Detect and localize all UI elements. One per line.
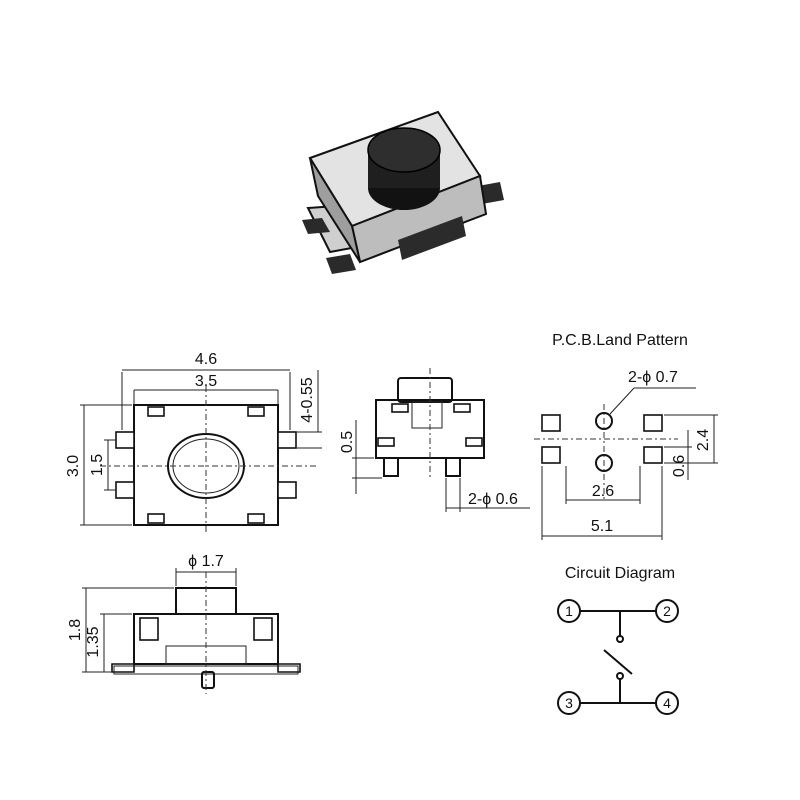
dim-pin-pitch: 1.5 bbox=[89, 454, 106, 476]
dim-row-pitch: 2.4 bbox=[695, 429, 712, 451]
pcb-land-pattern-title: P.C.B.Land Pattern bbox=[552, 332, 688, 349]
pin-3-label: 3 bbox=[565, 695, 573, 711]
pin-1-marker bbox=[557, 599, 581, 623]
dim-actuator-diameter: ϕ 1.7 bbox=[188, 553, 224, 570]
dim-standoff: 0.5 bbox=[339, 431, 356, 453]
switch-3d-illustration bbox=[302, 110, 504, 274]
front-view bbox=[82, 568, 301, 694]
dim-width-overall: 4.6 bbox=[195, 351, 217, 368]
pin-4-marker bbox=[655, 691, 679, 715]
pin-2-label: 2 bbox=[663, 603, 671, 619]
pin-3-marker bbox=[557, 691, 581, 715]
dim-width-body: 3.5 bbox=[195, 373, 217, 390]
dim-peg-diameter: 2-ϕ 0.6 bbox=[468, 491, 518, 508]
pcb-land-pattern bbox=[534, 387, 718, 540]
dim-height-body: 3.0 bbox=[65, 455, 82, 477]
dim-hole-pitch: 2.6 bbox=[592, 483, 614, 500]
top-view bbox=[80, 369, 322, 535]
dim-height-body: 1.35 bbox=[85, 626, 102, 657]
dim-hole-diameter: 2-ϕ 0.7 bbox=[628, 369, 678, 386]
dim-pad-span: 5.1 bbox=[591, 518, 613, 535]
pin-2-marker bbox=[655, 599, 679, 623]
dim-pin-size: 4-0.55 bbox=[299, 377, 316, 422]
circuit-diagram bbox=[557, 599, 679, 715]
circuit-diagram-title: Circuit Diagram bbox=[565, 565, 675, 582]
dim-pad-size: 0.6 bbox=[671, 455, 688, 477]
pin-1-label: 1 bbox=[565, 603, 573, 619]
dim-height-total: 1.8 bbox=[67, 619, 84, 641]
side-view bbox=[352, 368, 530, 512]
pin-4-label: 4 bbox=[663, 695, 671, 711]
